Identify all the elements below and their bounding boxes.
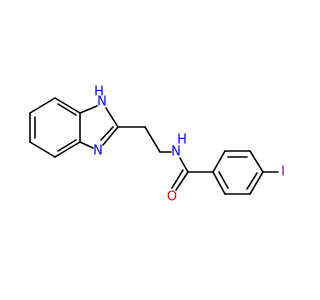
bond <box>102 126 119 146</box>
atom-label-n-imidazole: N <box>93 144 103 159</box>
bond <box>144 126 161 153</box>
bond <box>54 141 81 158</box>
bond <box>79 105 98 114</box>
bond <box>79 141 94 149</box>
atom-label-h-amide: H <box>177 133 187 148</box>
bonds <box>29 97 279 195</box>
bond <box>246 172 258 190</box>
bond <box>29 97 56 114</box>
bond <box>54 97 81 114</box>
bond <box>212 171 226 195</box>
molecule-structure: H N N H N O I <box>29 85 285 205</box>
atom-label-nh-imidazole: N <box>97 95 107 110</box>
bond <box>29 141 56 158</box>
bond <box>171 169 184 189</box>
bond <box>105 107 119 128</box>
atom-labels: H N N H N O I <box>93 85 285 205</box>
atom-label-o-carbonyl: O <box>167 190 177 205</box>
atom-label-iodine: I <box>281 165 285 180</box>
bond <box>175 171 189 191</box>
bond <box>218 171 229 189</box>
bond <box>179 157 189 173</box>
bond <box>249 150 264 173</box>
bond <box>249 171 264 195</box>
atom-label-n-amide: N <box>171 145 181 160</box>
atom-label-h-imidazole: H <box>94 85 104 100</box>
bond <box>212 150 226 173</box>
bond <box>57 139 77 152</box>
bond <box>57 103 77 116</box>
bond <box>100 126 114 141</box>
